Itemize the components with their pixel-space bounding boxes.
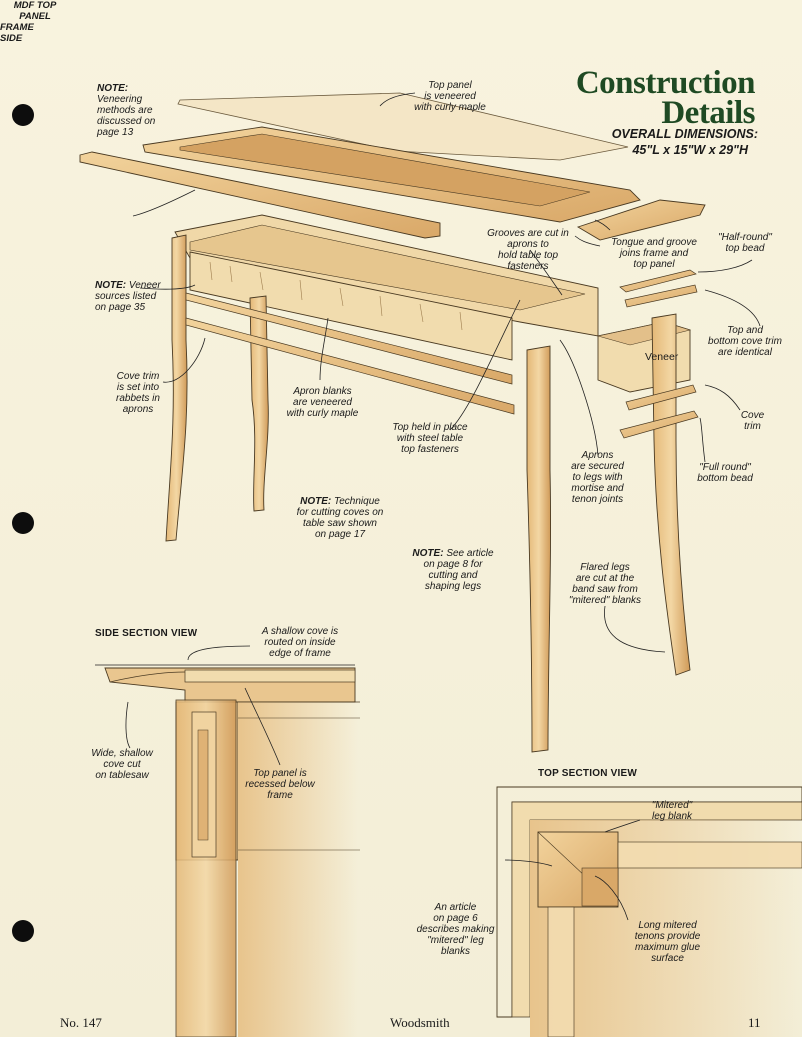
leg-front-left	[165, 234, 188, 542]
callout-full-round: "Full round" bottom bead	[697, 462, 753, 484]
callout-wide-shallow: Wide, shallow cove cut on tablesaw	[91, 748, 153, 781]
title-line-1: Construction	[575, 65, 756, 101]
binder-hole	[12, 512, 34, 534]
callout-cove-trim-rabbets: Cove trim is set into rabbets in aprons	[116, 371, 160, 415]
callout-mitered-leg-blank: "Mitered" leg blank	[651, 800, 693, 822]
callout-mdf-top-panel: MDF TOP PANEL	[13, 0, 57, 22]
side-section-title: SIDE SECTION VIEW	[95, 628, 198, 639]
top-veneer-panel	[177, 92, 629, 161]
callout-aprons-secured: Aprons are secured to legs with mortise …	[571, 450, 624, 505]
callout-apron-blanks: Apron blanks are veneered with curly map…	[286, 386, 359, 419]
callout-grooves: Grooves are cut in aprons to hold table …	[487, 228, 569, 272]
note-prefix: NOTE:	[95, 280, 127, 291]
note-prefix: NOTE:	[412, 548, 444, 559]
title-line-2: Details	[661, 95, 755, 131]
callout-top-bottom-cove: Top and bottom cove trim are identical	[708, 325, 782, 358]
binder-hole	[12, 104, 34, 126]
cove-strip-left-bottom	[185, 317, 515, 415]
callout-article-page6: An article on page 6 describes making "m…	[416, 902, 495, 957]
note-legs: NOTE: See article on page 8 for cutting …	[408, 548, 498, 592]
callout-top-held: Top held in place with steel table top f…	[392, 422, 468, 455]
front-apron	[189, 251, 513, 361]
note-text: Technique for cutting coves on table saw…	[296, 496, 384, 540]
callout-frame-side: FRAME SIDE	[0, 22, 34, 44]
callout-tongue-groove: Tongue and groove joins frame and top pa…	[611, 237, 697, 270]
note-text: See article on page 8 for cutting and sh…	[423, 548, 494, 592]
note-veneering: NOTE:Veneering methods are discussed on …	[97, 83, 187, 138]
half-round-bead	[619, 269, 697, 293]
cove-strip-left-top	[185, 292, 513, 385]
note-veneer-sources: NOTE: Veneer sources listed on page 35	[95, 280, 185, 313]
page-title: Construction Details	[555, 65, 756, 131]
callout-top-recessed: Top panel is recessed below frame	[245, 768, 315, 801]
callout-top-panel: Top panel is veneered with curly maple	[414, 80, 486, 113]
footer-page-number: 11	[748, 1015, 761, 1030]
callout-flared-legs: Flared legs are cut at the band saw from…	[568, 562, 642, 606]
leg-back-right	[651, 313, 691, 676]
top-cove-trim	[624, 284, 698, 308]
top-section-title: TOP SECTION VIEW	[538, 768, 637, 779]
note-prefix: NOTE:	[97, 83, 129, 94]
note-text: Veneering methods are discussed on page …	[97, 94, 156, 138]
callout-cove-trim: Cove trim	[740, 410, 765, 432]
overall-dimensions-label: OVERALL DIMENSIONS:	[611, 127, 758, 141]
overall-dimensions-value: 45"L x 15"W x 29"H	[632, 143, 748, 157]
callout-veneer: Veneer	[645, 351, 679, 363]
leg-back-left	[249, 295, 269, 512]
leg-front-right	[526, 345, 552, 753]
callout-long-mitered: Long mitered tenons provide maximum glue…	[634, 920, 701, 964]
binder-hole	[12, 920, 34, 942]
full-round-bead	[619, 410, 699, 439]
note-text: Veneer sources listed on page 35	[95, 280, 161, 313]
note-coves: NOTE: Technique for cutting coves on tab…	[280, 496, 400, 540]
callout-shallow-cove: A shallow cove is routed on inside edge …	[261, 626, 339, 659]
footer-issue: No. 147	[60, 1015, 102, 1030]
callout-half-round: "Half-round" top bead	[718, 232, 772, 254]
note-prefix: NOTE:	[300, 496, 332, 507]
top-section-drawing	[496, 786, 802, 1037]
frame-side-part	[79, 151, 441, 239]
side-section-drawing	[95, 645, 360, 1037]
bottom-cove-trim	[625, 384, 697, 411]
footer-magazine: Woodsmith	[390, 1015, 450, 1030]
